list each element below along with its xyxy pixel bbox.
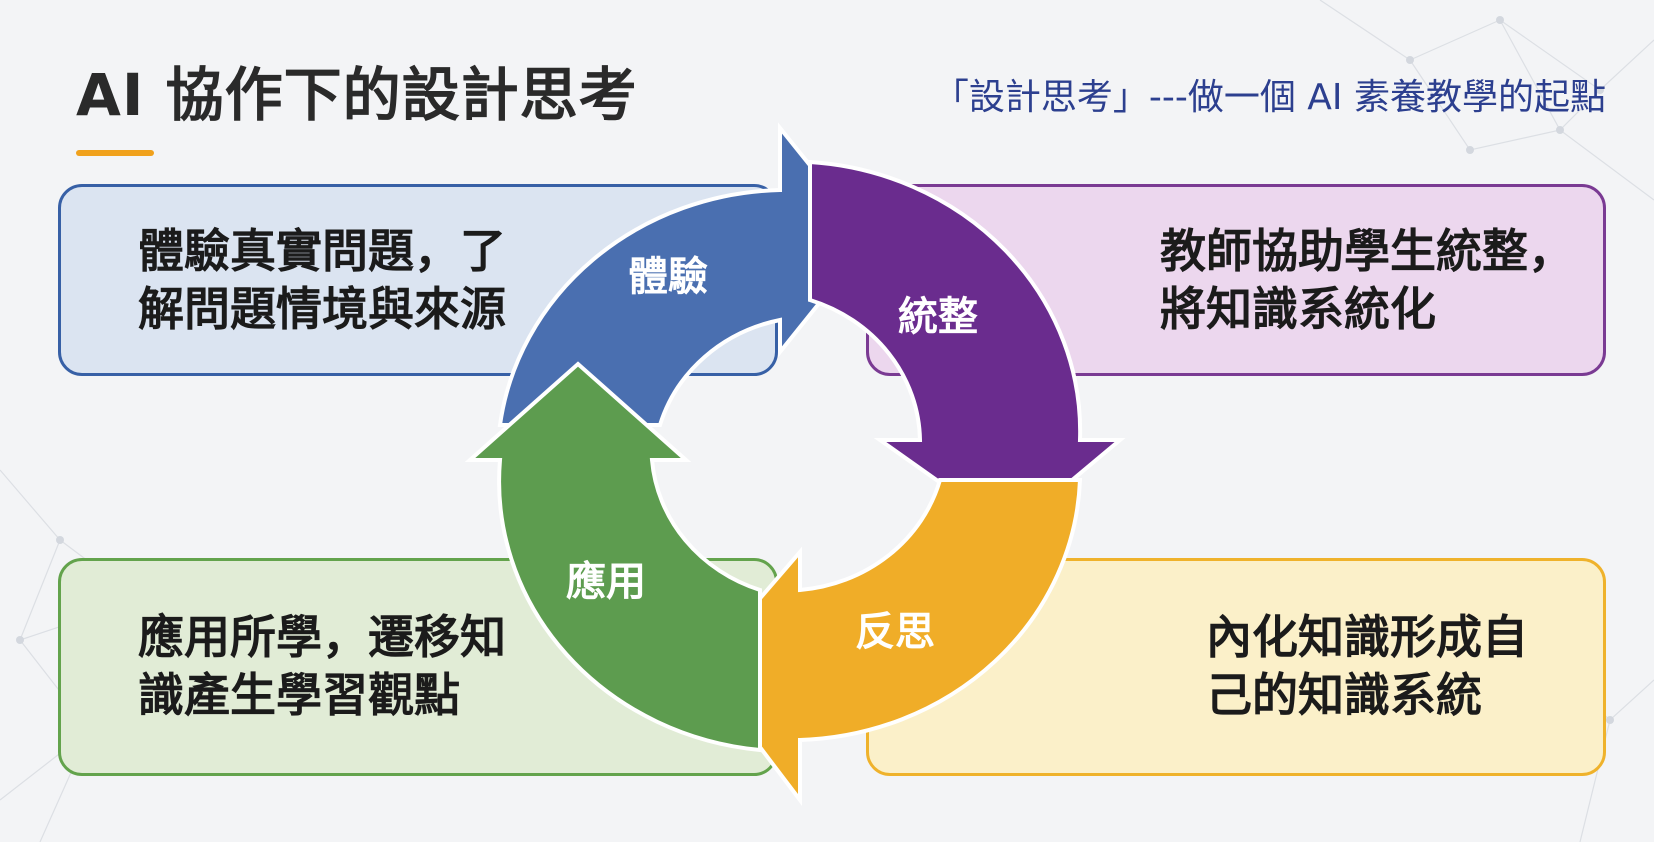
stage-label-apply: 應用: [566, 559, 646, 605]
design-thinking-cycle: 體驗 統整 反思 應用: [464, 122, 1126, 806]
reflect-arrow: [697, 478, 1083, 806]
reflect-description: 內化知識形成自 己的知識系統: [1206, 610, 1528, 722]
stage-label-integrate: 統整: [898, 294, 978, 340]
experience-arrow: [497, 122, 873, 427]
stage-label-reflect: 反思: [855, 609, 935, 655]
experience-description: 體驗真實問題，了 解問題情境與來源: [138, 224, 506, 336]
integrate-arrow: [808, 159, 1126, 535]
title-underline: [76, 150, 154, 156]
page-subtitle: 「設計思考」---做一個 AI 素養教學的起點: [932, 77, 1606, 118]
apply-arrow: [464, 361, 762, 753]
integrate-description: 教師協助學生統整， 將知識系統化: [1160, 224, 1574, 336]
page-title: AI 協作下的設計思考: [76, 61, 638, 129]
apply-description: 應用所學，遷移知 識產生學習觀點: [138, 610, 506, 722]
stage-label-experience: 體驗: [628, 254, 708, 300]
